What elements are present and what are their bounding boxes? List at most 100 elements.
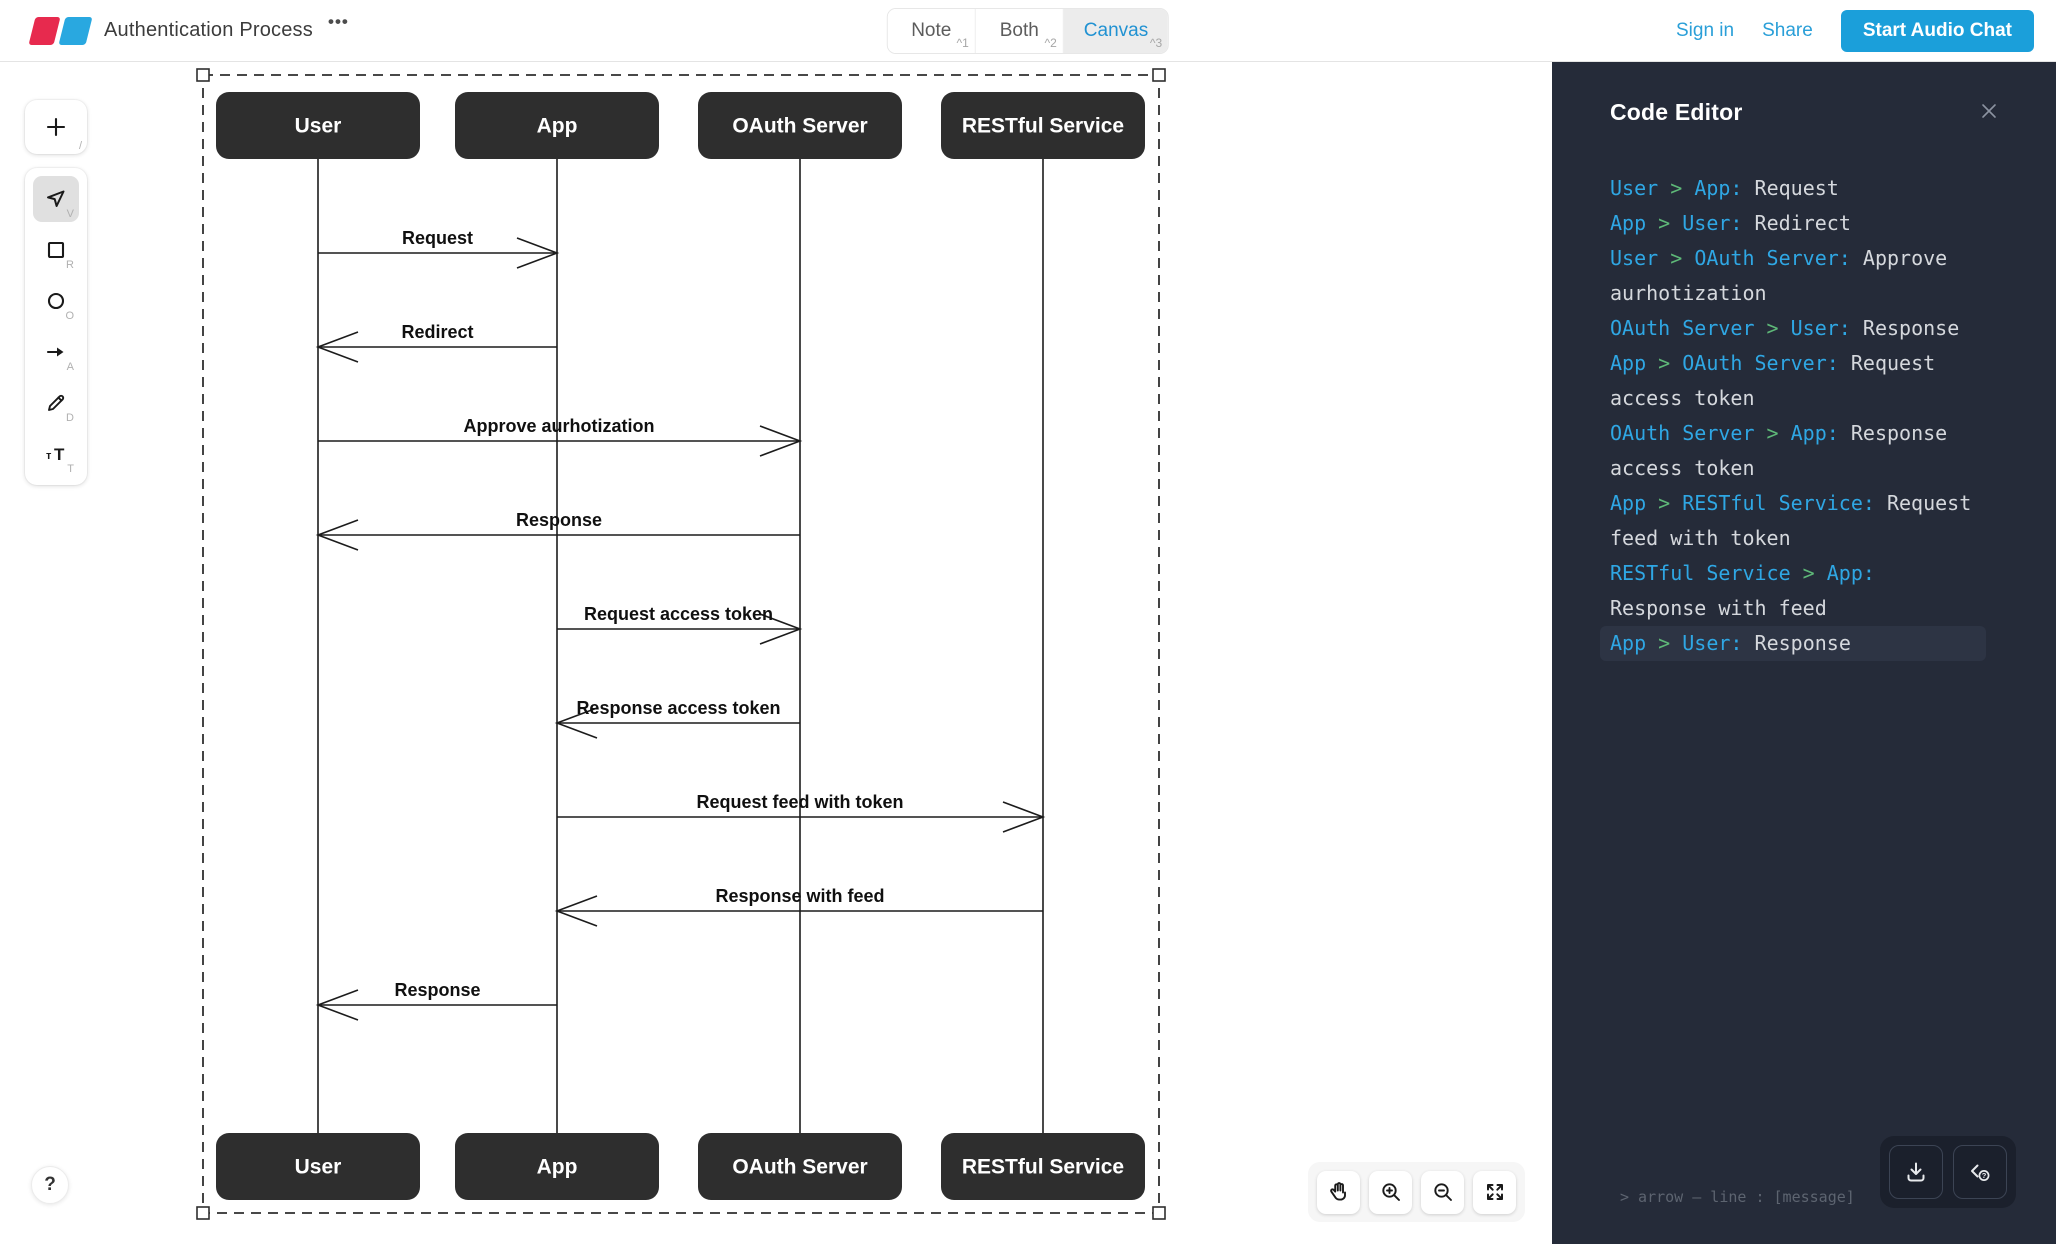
- more-menu-icon[interactable]: •••: [328, 12, 349, 31]
- actor-box-bottom-user[interactable]: [216, 1133, 420, 1200]
- code-token-actor: App:: [1790, 421, 1839, 445]
- tool-select-shortcut: V: [66, 208, 74, 220]
- selection-handle[interactable]: [1152, 1206, 1166, 1220]
- add-shape-shortcut: /: [78, 140, 82, 152]
- message-arrowhead: [516, 237, 560, 269]
- download-button[interactable]: [1889, 1145, 1943, 1199]
- code-token-operator: >: [1658, 631, 1671, 655]
- message-arrowhead: [554, 707, 598, 739]
- code-token-actor: User: [1610, 176, 1659, 200]
- message-arrowhead: [315, 519, 359, 551]
- actor-box-bottom-restful-service[interactable]: [941, 1133, 1145, 1200]
- zoom-out-icon: [1433, 1183, 1452, 1201]
- actor-box-top-oauth-server[interactable]: [698, 92, 902, 159]
- tool-draw[interactable]: D: [33, 380, 79, 426]
- code-line[interactable]: OAuth Server > User: Response: [1600, 311, 1986, 346]
- code-token-operator: >: [1658, 351, 1671, 375]
- sign-in-link[interactable]: Sign in: [1676, 20, 1735, 41]
- tool-rectangle[interactable]: R: [33, 227, 79, 273]
- actor-box-bottom-oauth-server[interactable]: [698, 1133, 902, 1200]
- actor-label-top-oauth-server: OAuth Server: [732, 115, 867, 138]
- code-token-actor: App:: [1694, 176, 1743, 200]
- code-line[interactable]: App > User: Response: [1600, 626, 1986, 661]
- tool-ellipse-shortcut: O: [65, 310, 74, 322]
- code-token-message: Request: [1754, 176, 1839, 200]
- tool-select[interactable]: V: [33, 176, 79, 222]
- code-token-actor: App: [1610, 211, 1647, 235]
- share-link[interactable]: Share: [1762, 20, 1813, 41]
- add-shape-button[interactable]: /: [25, 100, 87, 154]
- zoom-out-button[interactable]: [1421, 1170, 1464, 1214]
- code-line[interactable]: User > OAuth Server: Approve aurhotizati…: [1600, 241, 1986, 311]
- hand-icon: [1329, 1182, 1346, 1201]
- code-token-actor: User:: [1790, 316, 1851, 340]
- actor-box-top-app[interactable]: [455, 92, 659, 159]
- actor-box-top-restful-service[interactable]: [941, 92, 1145, 159]
- code-token-actor: App:: [1826, 561, 1875, 585]
- tool-text-shortcut: T: [67, 463, 74, 475]
- document-title: Authentication Process: [104, 19, 313, 41]
- message-arrowhead: [554, 895, 598, 927]
- code-line[interactable]: User > App: Request: [1600, 171, 1986, 206]
- actor-box-bottom-app[interactable]: [455, 1133, 659, 1200]
- zoom-in-icon: [1381, 1183, 1400, 1201]
- code-token-message: Response: [1862, 316, 1960, 340]
- code-line[interactable]: RESTful Service > App: Response with fee…: [1600, 556, 1986, 626]
- message-label: Approve aurhotization: [463, 416, 654, 436]
- code-token-operator: >: [1670, 246, 1683, 270]
- code-token-actor: OAuth Server: [1610, 316, 1755, 340]
- help-button[interactable]: ?: [31, 1166, 69, 1204]
- tab-canvas[interactable]: Canvas ^3: [1063, 9, 1169, 53]
- actor-label-top-app: App: [537, 115, 578, 138]
- actor-label-bottom-user: User: [295, 1156, 342, 1179]
- code-token-message: Approve aurhotization: [1610, 246, 1960, 305]
- code-help-button[interactable]: ?: [1953, 1145, 2007, 1199]
- app-logo[interactable]: [28, 15, 93, 47]
- code-token-actor: User: [1610, 246, 1659, 270]
- message-arrowhead: [315, 989, 359, 1021]
- selection-rect[interactable]: [202, 74, 1160, 1214]
- pencil-icon: [48, 394, 65, 411]
- logo-blue-shape: [58, 17, 93, 45]
- message-label: Request feed with token: [696, 792, 903, 812]
- start-audio-chat-button[interactable]: Start Audio Chat: [1840, 10, 2034, 52]
- close-panel-button[interactable]: [1974, 96, 2004, 129]
- tab-both[interactable]: Both ^2: [975, 9, 1064, 53]
- code-token-operator: >: [1658, 491, 1671, 515]
- fullscreen-icon: [1486, 1184, 1503, 1200]
- tool-arrow[interactable]: A: [33, 329, 79, 375]
- code-line[interactable]: App > OAuth Server: Request access token: [1600, 346, 1986, 416]
- actor-label-bottom-app: App: [537, 1156, 578, 1179]
- close-icon: [1982, 104, 1996, 118]
- plus-icon: [46, 117, 66, 137]
- code-token-message: Response with feed: [1610, 596, 1827, 620]
- code-token-operator: >: [1670, 176, 1683, 200]
- tab-note-label: Note: [911, 20, 952, 41]
- tool-text[interactable]: т T T: [33, 431, 79, 477]
- tab-canvas-shortcut: ^3: [1149, 36, 1163, 50]
- code-line[interactable]: OAuth Server > App: Response access toke…: [1600, 416, 1986, 486]
- code-line[interactable]: App > RESTful Service: Request feed with…: [1600, 486, 1986, 556]
- code-token-actor: OAuth Server:: [1682, 351, 1839, 375]
- zoom-in-button[interactable]: [1369, 1170, 1412, 1214]
- code-token-operator: >: [1802, 561, 1815, 585]
- selection-handle[interactable]: [1152, 68, 1166, 82]
- actor-box-top-user[interactable]: [216, 92, 420, 159]
- selection-handle[interactable]: [196, 68, 210, 82]
- tool-ellipse[interactable]: O: [33, 278, 79, 324]
- app-header: Authentication Process ••• Note ^1 Both …: [0, 0, 2056, 62]
- pan-button[interactable]: [1317, 1170, 1360, 1214]
- selection-handle[interactable]: [196, 1206, 210, 1220]
- message-label: Response: [516, 510, 602, 530]
- code-editor-actions: ?: [1880, 1136, 2016, 1208]
- fullscreen-button[interactable]: [1473, 1170, 1516, 1214]
- code-line[interactable]: App > User: Redirect: [1600, 206, 1986, 241]
- code-token-actor: User:: [1682, 631, 1743, 655]
- square-icon: [47, 241, 65, 259]
- svg-text:т: т: [46, 450, 52, 462]
- tab-note[interactable]: Note ^1: [887, 9, 976, 53]
- code-editor-title: Code Editor: [1610, 99, 1743, 125]
